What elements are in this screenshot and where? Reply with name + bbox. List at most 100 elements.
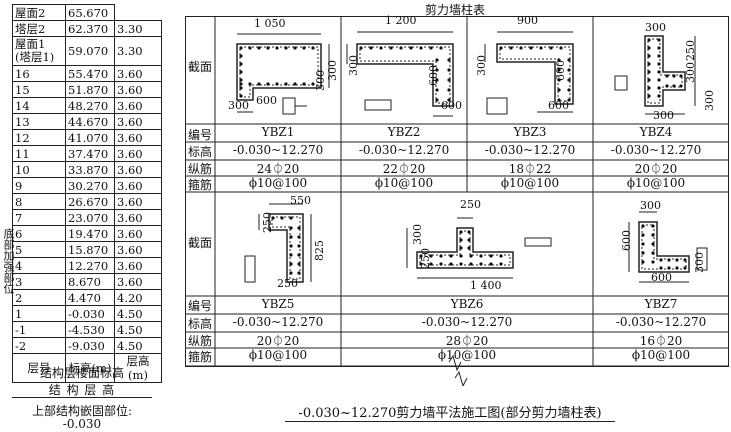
rebar-dot xyxy=(557,88,561,92)
row-label-id-top: 编号 xyxy=(188,128,213,142)
rebar-dot xyxy=(399,46,403,50)
column-longbar-cell: 28⏀20 xyxy=(445,334,489,348)
rebar-dot xyxy=(459,246,463,250)
rebar-dot xyxy=(297,253,301,257)
dimension-label: 250 xyxy=(460,198,481,211)
rebar-dot xyxy=(657,62,661,66)
dimension-label: 550 xyxy=(290,194,311,207)
rebar-dot xyxy=(539,46,543,50)
rebar-dot xyxy=(647,86,651,90)
rebar-dot xyxy=(672,74,676,78)
rebar-dot xyxy=(429,254,433,258)
rebar-dot xyxy=(647,46,651,50)
rebar-dot xyxy=(239,46,243,50)
rebar-dot xyxy=(266,82,270,86)
floor-header-floor: 层号 xyxy=(12,353,66,383)
row-label-section-bottom: 截面 xyxy=(188,236,213,250)
floor-height-cell xyxy=(114,4,162,21)
rebar-dot xyxy=(657,54,661,58)
floor-elev-cell: 8.670 xyxy=(65,273,115,290)
floor-elev-cell: -0.030 xyxy=(65,305,115,322)
column-id-cell: YBZ3 xyxy=(513,125,547,139)
rebar-dot xyxy=(302,82,306,86)
rebar-dot xyxy=(499,46,503,50)
rebar-dot xyxy=(647,70,651,74)
rebar-dot xyxy=(657,86,661,90)
rebar-dot xyxy=(248,46,252,50)
floor-elev-cell: 41.070 xyxy=(65,129,115,146)
rebar-dot xyxy=(657,38,661,42)
column-id-cell: YBZ1 xyxy=(261,125,295,139)
rebar-dot xyxy=(439,46,443,50)
rebar-dot xyxy=(641,260,645,264)
rebar-dot xyxy=(469,254,473,258)
column-elev-cell: -0.030~12.270 xyxy=(421,315,513,329)
rebar-dot xyxy=(641,224,645,228)
column-longbar-cell: 24⏀20 xyxy=(256,162,300,176)
row-label-stirrup-top: 箍筋 xyxy=(188,178,213,192)
rebar-dot xyxy=(467,230,471,234)
floor-elev-cell: 48.270 xyxy=(65,97,115,114)
dimension-label: 600 xyxy=(548,99,569,112)
floor-elev-cell: 62.370 xyxy=(65,20,115,37)
floor-floor-cell: 9 xyxy=(12,177,66,194)
column-id-cell: YBZ5 xyxy=(261,297,295,311)
floor-height-cell: 3.60 xyxy=(114,241,162,258)
rebar-dot xyxy=(557,78,561,82)
floor-floor-cell: 16 xyxy=(12,65,66,82)
ybz2-section-drawing xyxy=(346,31,454,117)
rebar-dot xyxy=(647,62,651,66)
rebar-dot xyxy=(266,46,270,50)
rebar-dot xyxy=(675,266,679,270)
floor-elev-cell: 65.670 xyxy=(65,4,115,21)
rebar-dot xyxy=(447,58,451,62)
floor-floor-cell: 3 xyxy=(12,273,66,290)
rebar-dot xyxy=(567,98,571,102)
rebar-dot xyxy=(651,224,655,228)
rebar-dot xyxy=(311,82,315,86)
rebar-dot xyxy=(657,94,661,98)
dimension-label: 1 050 xyxy=(254,17,286,30)
floor-elev-cell: 12.270 xyxy=(65,257,115,274)
floor-floor-cell: 5 xyxy=(12,241,66,258)
rebar-dot xyxy=(239,54,243,58)
rebar-dot xyxy=(567,78,571,82)
rebar-dot xyxy=(459,254,463,258)
floor-floor-cell: 12 xyxy=(12,129,66,146)
column-stirrup-cell: ϕ10@100 xyxy=(248,176,308,190)
rebar-dot xyxy=(479,262,483,266)
floor-height-cell: 3.60 xyxy=(114,161,162,178)
rebar-dot xyxy=(419,46,423,50)
embed-note-value: -0.030 xyxy=(62,417,102,431)
rebar-dot xyxy=(657,78,661,82)
column-stirrup-cell: ϕ10@100 xyxy=(374,176,434,190)
floor-header-row: 层号标高(m)层高(m) xyxy=(12,353,162,383)
dimension-label: 300 xyxy=(475,55,488,76)
rebar-dot xyxy=(651,242,655,246)
column-stirrup-cell: ϕ10@100 xyxy=(631,348,691,362)
rebar-dot xyxy=(449,262,453,266)
rebar-dot xyxy=(557,58,561,62)
rebar-dot xyxy=(289,216,293,220)
rebar-dot xyxy=(509,46,513,50)
floor-elev-cell: 44.670 xyxy=(65,113,115,130)
rebar-dot xyxy=(679,84,683,88)
floor-floor-cell: 11 xyxy=(12,145,66,162)
rebar-dot xyxy=(529,46,533,50)
row-label-elev-bottom: 标高 xyxy=(188,317,213,331)
rebar-dot xyxy=(667,266,671,270)
rebar-dot xyxy=(641,242,645,246)
rebar-dot xyxy=(435,88,439,92)
rebar-dot xyxy=(297,262,301,266)
rebar-dot xyxy=(429,262,433,266)
